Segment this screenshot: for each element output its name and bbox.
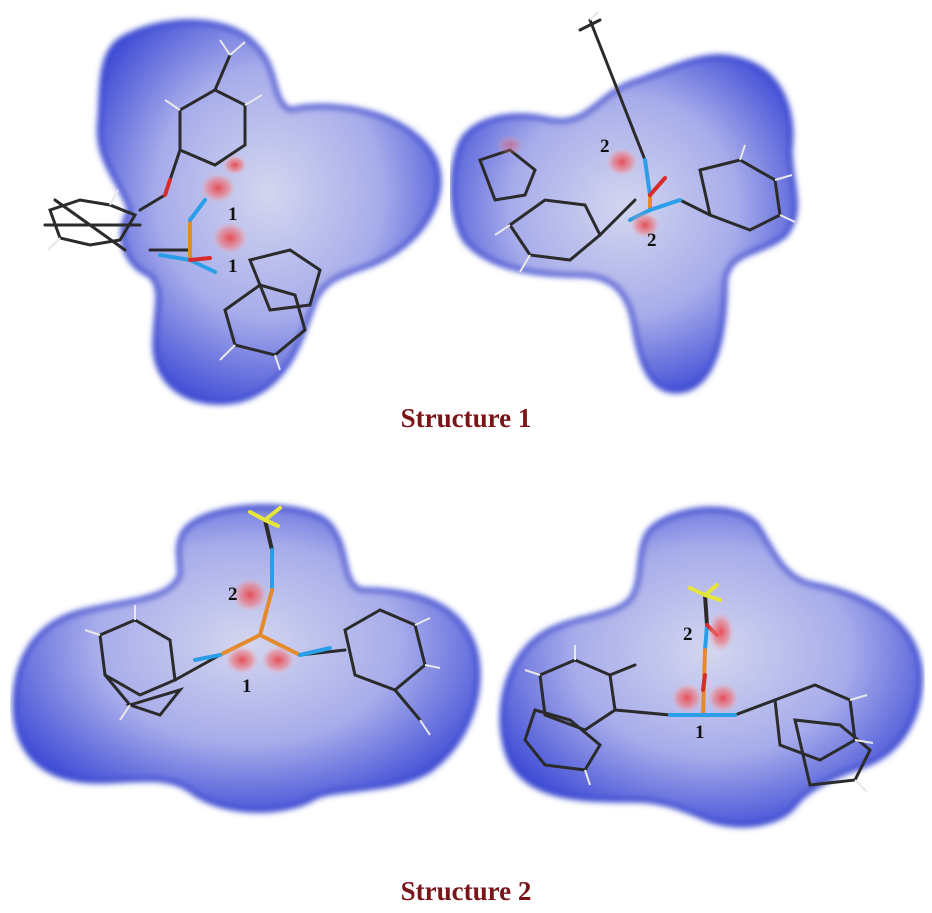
contact-label: 2: [228, 584, 238, 605]
contact-label: 1: [695, 722, 705, 743]
heteroatom-bonds: [193, 506, 332, 662]
hydrogen-atoms: [47, 39, 281, 371]
hydrogen-atoms: [524, 645, 874, 793]
hirshfeld-surface: [499, 506, 923, 828]
contact-label: 1: [228, 256, 238, 277]
hirshfeld-surface-s1-left: 1 1: [43, 19, 442, 405]
hydrogen-atoms: [84, 605, 441, 736]
structure-2-caption: Structure 2: [400, 876, 532, 906]
contact-spot: [630, 212, 660, 238]
contact-spot: [232, 578, 268, 612]
contact-spot: [200, 173, 236, 203]
hydrogen-atoms: [494, 11, 796, 273]
hirshfeld-surface-s1-right: 2 2: [450, 11, 798, 394]
contact-label: 1: [228, 204, 238, 225]
structure-2-right-panel: 2 1: [495, 500, 925, 835]
contact-spot: [606, 148, 638, 176]
contact-label: 2: [683, 624, 693, 645]
structure-2-left-panel: 2 1: [10, 490, 485, 820]
hirshfeld-surface: [96, 19, 442, 405]
contact-label: 2: [600, 136, 610, 157]
hirshfeld-surface: [450, 54, 798, 394]
contact-spot: [671, 683, 703, 713]
hirshfeld-surface-s2-right: 2 1: [499, 506, 923, 828]
contact-spot: [496, 135, 524, 155]
contact-spot: [708, 612, 734, 652]
contact-label: 1: [242, 676, 252, 697]
contact-spot: [223, 155, 247, 175]
contact-label: 2: [647, 230, 657, 251]
molecule-stick-model: [43, 53, 322, 357]
heteroatom-bonds: [158, 178, 217, 274]
contact-spot: [212, 222, 248, 254]
contact-spot: [261, 646, 295, 674]
structure-1-left-panel: 1 1: [40, 10, 450, 410]
structure-1-right-panel: 2 2: [450, 10, 810, 400]
contact-spot: [707, 683, 739, 713]
hirshfeld-surface-s2-left: 2 1: [12, 504, 481, 813]
contact-spot: [225, 646, 259, 674]
structure-1-caption: Structure 1: [400, 403, 532, 433]
